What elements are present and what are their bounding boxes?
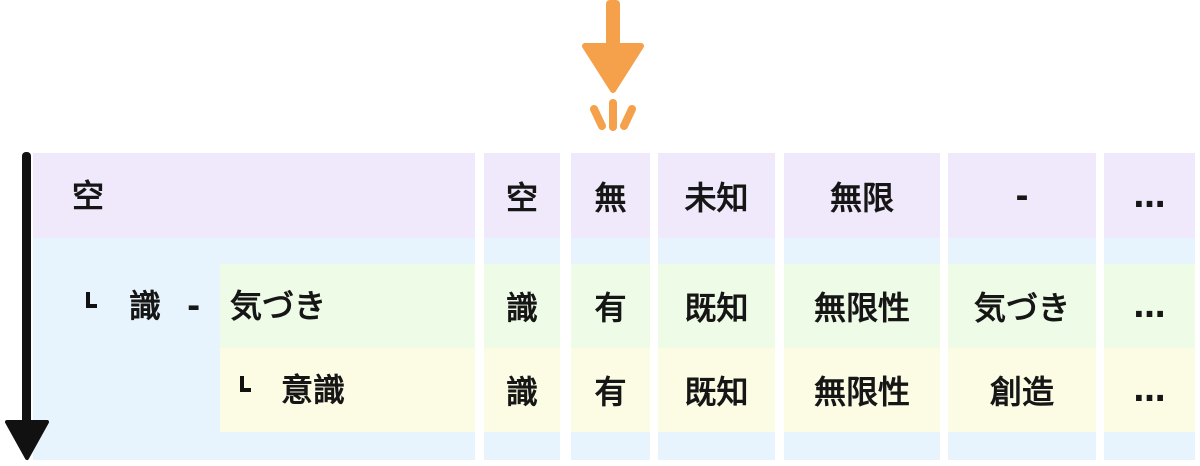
cell-r2-c1: 識 <box>484 264 560 348</box>
down-arrow-with-burst-icon <box>582 0 644 131</box>
cell-r2-c4: 無限性 <box>784 264 940 348</box>
cell-r1-c1: 空 <box>484 153 560 238</box>
cell-r3-c5: 創造 <box>948 348 1096 432</box>
cell-r3-c4: 無限性 <box>784 348 940 432</box>
child-row-bg <box>220 264 475 348</box>
cell-r3-c2: 有 <box>571 348 650 432</box>
tree-root-label: 空 <box>72 177 105 215</box>
cell-r2-c5: 気づき <box>948 264 1096 348</box>
cell-r2-c6: … <box>1104 264 1195 348</box>
cell-r3-c6: … <box>1104 348 1195 432</box>
cell-r1-c3: 未知 <box>658 153 775 238</box>
tree-grandchild-label: 意識 <box>281 371 346 409</box>
cell-r2-c3: 既知 <box>658 264 775 348</box>
cell-r1-c5: - <box>948 153 1096 238</box>
tree-child-dash: - <box>187 287 201 325</box>
grandchild-row-bg <box>220 348 475 432</box>
tree-corner-icon <box>86 292 97 308</box>
cell-r1-c6: … <box>1104 153 1195 238</box>
tree-child-label: 識 <box>129 287 162 325</box>
cell-r3-c1: 識 <box>484 348 560 432</box>
cell-r1-c2: 無 <box>571 153 650 238</box>
tree-child-note: 気づき <box>230 287 327 325</box>
down-arrow-icon <box>5 152 49 460</box>
root-row-bg <box>33 153 475 238</box>
cell-r3-c3: 既知 <box>658 348 775 432</box>
cell-r1-c4: 無限 <box>784 153 940 238</box>
cell-r2-c2: 有 <box>571 264 650 348</box>
tree-corner-icon <box>240 376 251 392</box>
